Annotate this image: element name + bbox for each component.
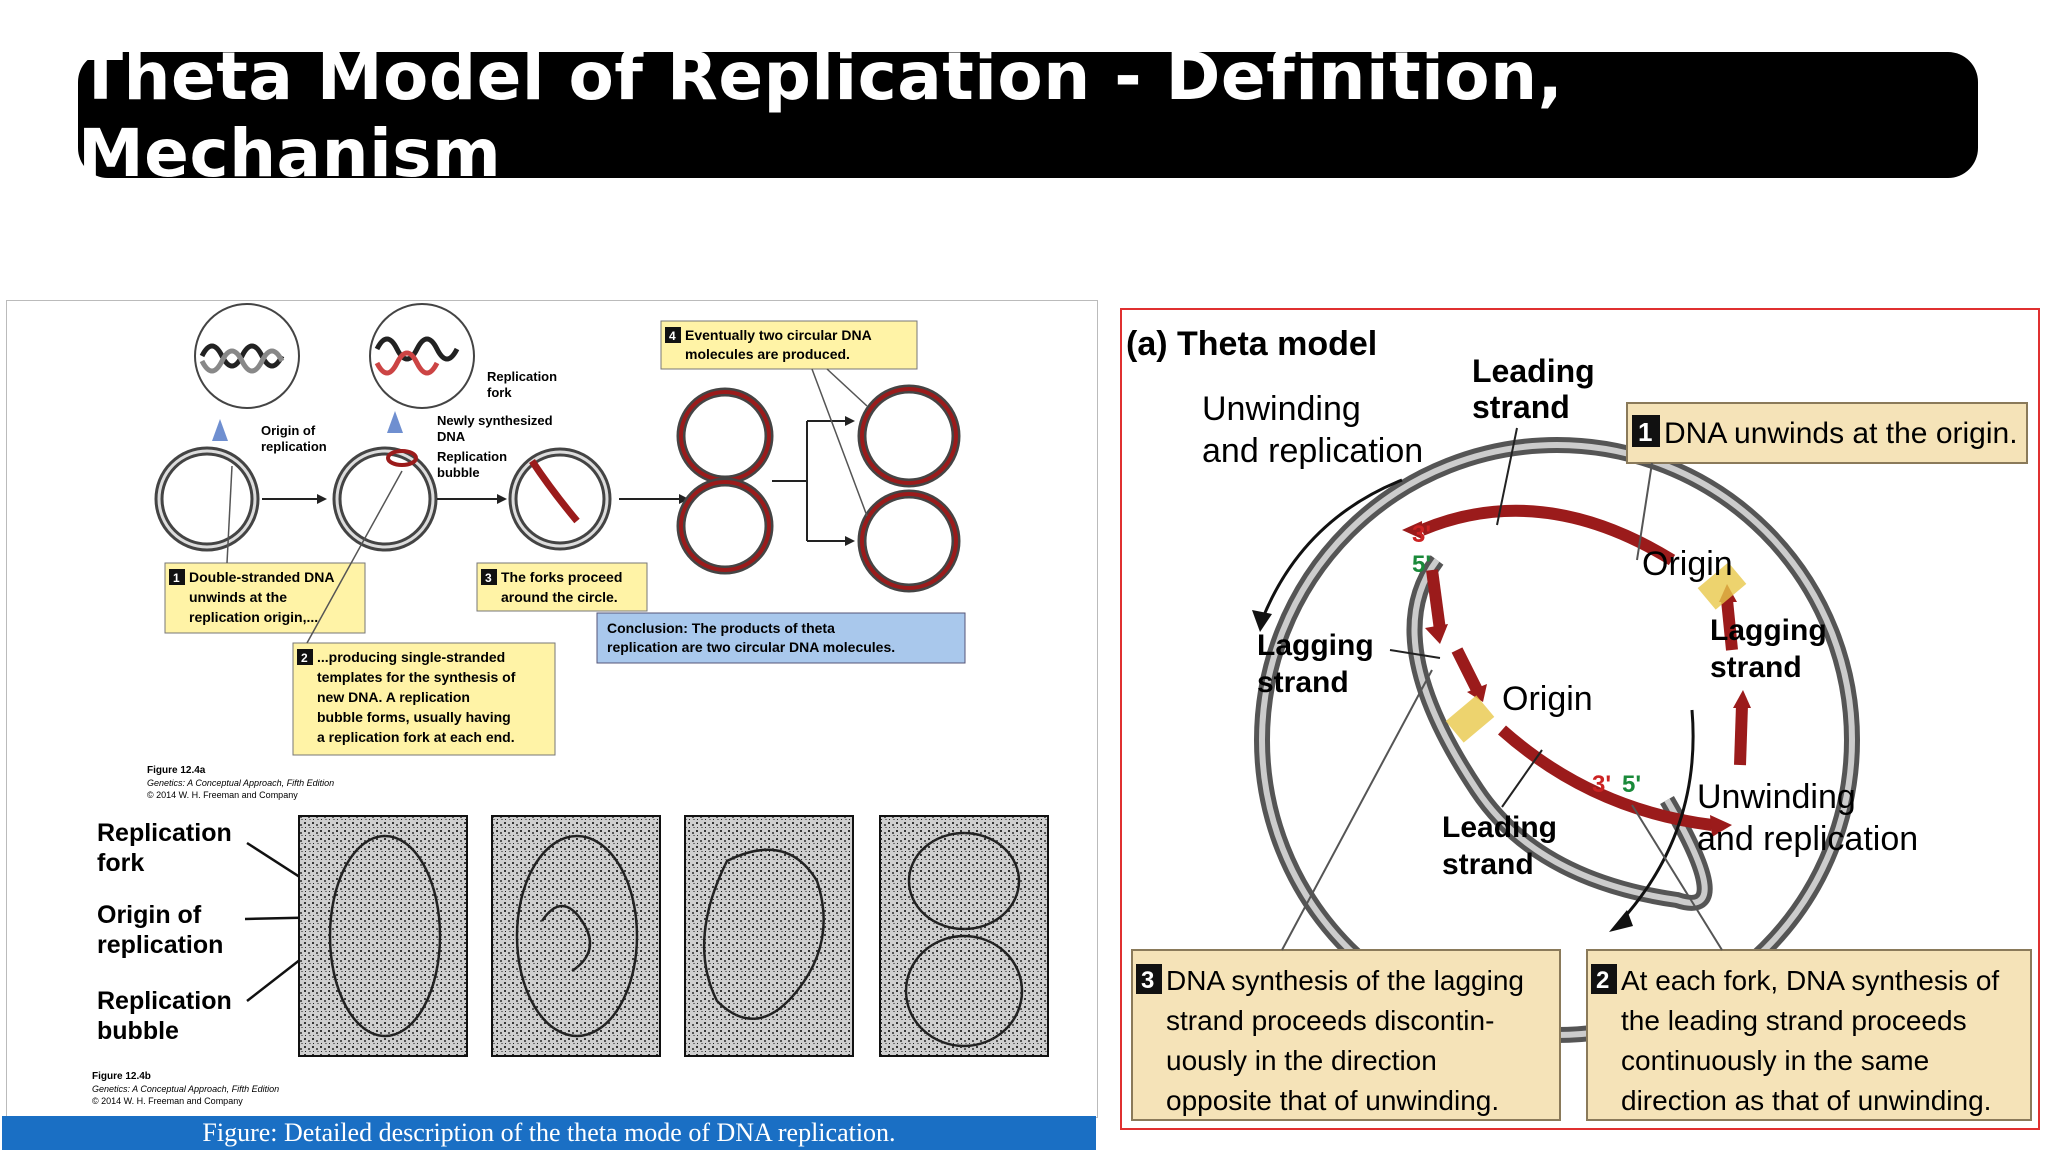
theta-step-1-box (1626, 402, 2028, 464)
figure-a-copyright: © 2014 W. H. Freeman and Company (147, 790, 298, 800)
figure-caption: Figure: Detailed description of the thet… (2, 1116, 1096, 1150)
theta-step-1-num: 1 (1638, 417, 1652, 447)
step-2-line-2: templates for the synthesis of (317, 669, 516, 685)
micro-label-bubble-2: bubble (97, 1017, 179, 1045)
theta-step-2-box (1586, 949, 2032, 1121)
unwinding-arrow-top (1260, 478, 1403, 621)
conclusion-line-1: Conclusion: The products of theta (607, 620, 835, 636)
step-2-line-5: a replication fork at each end. (317, 729, 515, 745)
step-4-line-1: Eventually two circular DNA (685, 327, 872, 343)
origin-label: Origin of (261, 423, 316, 438)
conclusion-line-2: replication are two circular DNA molecul… (607, 639, 895, 655)
step-1-line-3: replication origin,... (189, 609, 318, 625)
leading-bottom-1: Leading (1442, 811, 1557, 844)
lagging-right-1: Lagging (1710, 614, 1827, 647)
theta-step-2-line-3: continuously in the same (1621, 1045, 1929, 1076)
step-3-line-2: around the circle. (501, 589, 618, 605)
theta-step-2-line-1: At each fork, DNA synthesis of (1621, 965, 1999, 996)
micro-label-origin-2: replication (97, 931, 223, 959)
theta-step-2-line-4: direction as that of unwinding. (1621, 1085, 1991, 1116)
step-2-line-3: new DNA. A replication (317, 689, 470, 705)
micrograph-2 (491, 815, 661, 1057)
step-2-num: 2 (301, 651, 308, 665)
end-3-bottom: 3' (1592, 771, 1611, 798)
lagging-fragment-2 (1451, 647, 1483, 693)
theta-step-3-line-4: opposite that of unwinding. (1166, 1085, 1499, 1116)
unwinding-bottom-2: and replication (1697, 820, 1918, 858)
theta-step-3-line-3: uously in the direction (1166, 1045, 1437, 1076)
micro-label-fork-1: Replication (97, 819, 232, 847)
micro-label-origin-1: Origin of (97, 901, 202, 929)
micrograph-3 (684, 815, 854, 1057)
micrograph-1 (298, 815, 468, 1057)
micro-label-bubble-1: Replication (97, 987, 232, 1015)
figure-b-label: Figure 12.4b (92, 1071, 151, 1082)
lagging-left-2: strand (1257, 666, 1349, 699)
theta-heading: (a) Theta model (1126, 325, 1377, 363)
zoom-circle-1 (194, 303, 300, 409)
figure-a-book: Genetics: A Conceptual Approach, Fifth E… (147, 778, 334, 788)
unwinding-top-2: and replication (1202, 432, 1423, 470)
step-3-line-1: The forks proceed (501, 569, 622, 585)
right-figure-panel: (a) Theta model 3' 5' 3' 5' Unwinding an… (1120, 308, 2040, 1130)
figure-b-copyright: © 2014 W. H. Freeman and Company (92, 1096, 243, 1106)
unwinding-top-1: Unwinding (1202, 390, 1361, 428)
step-3-num: 3 (485, 571, 492, 585)
page-title: Theta Model of Replication - Definition,… (78, 38, 1564, 192)
step-1-line-2: unwinds at the (189, 589, 287, 605)
leading-top-1: Leading (1472, 353, 1595, 389)
svg-text:Origin of replication: Origin of replication (261, 423, 327, 454)
title-banner: Theta Model of Replication - Definition,… (78, 38, 1978, 192)
theta-step-3-line-2: strand proceeds discontin- (1166, 1005, 1494, 1036)
leading-top-2: strand (1472, 389, 1570, 425)
micrograph-4 (879, 815, 1049, 1057)
step-2-box (292, 642, 556, 756)
zoom-arrow-2 (387, 411, 403, 433)
step-2-line-4: bubble forms, usually having (317, 709, 511, 725)
conclusion-box (596, 612, 966, 664)
theta-figure-eight (676, 387, 774, 575)
theta-step-3-line-1: DNA synthesis of the lagging (1166, 965, 1524, 996)
origin-outer-label: Origin (1642, 545, 1733, 583)
step-4-num: 4 (669, 329, 676, 343)
step-4-box (660, 320, 918, 370)
origin-marker-inner (1445, 695, 1495, 743)
theta-step-1-text: DNA unwinds at the origin. (1664, 417, 2018, 450)
figure-b-book: Genetics: A Conceptual Approach, Fifth E… (92, 1084, 279, 1094)
theta-step-2-num: 2 (1596, 967, 1609, 994)
right-figure-svg: (a) Theta model 3' 5' 3' 5' Unwinding an… (1126, 325, 2032, 1121)
end-5-top: 5' (1412, 551, 1431, 578)
lagging-left-1: Lagging (1257, 629, 1374, 662)
theta-step-3-box (1131, 949, 1561, 1121)
step-2-line-1: ...producing single-stranded (317, 649, 505, 665)
unwinding-bottom-1: Unwinding (1697, 778, 1856, 816)
theta-step-3-num: 3 (1141, 967, 1154, 994)
micro-label-fork-2: fork (97, 849, 144, 877)
origin-marker-outer (1697, 562, 1747, 610)
lagging-fragment-4 (1734, 704, 1748, 766)
origin-inner-label: Origin (1502, 680, 1593, 718)
leading-bottom-2: strand (1442, 848, 1534, 881)
lagging-fragment-3 (1721, 599, 1738, 651)
theta-step-2-line-2: the leading strand proceeds (1621, 1005, 1967, 1036)
unwinding-arrow-bottom (1620, 709, 1695, 921)
step-3-box (476, 562, 648, 612)
step-1-line-1: Double-stranded DNA (189, 569, 334, 585)
figure-a-label: Figure 12.4a (147, 765, 206, 776)
lagging-right-2: strand (1710, 651, 1802, 684)
lagging-fragment-1 (1426, 569, 1446, 631)
step-4-line-2: molecules are produced. (685, 346, 850, 362)
end-3-top: 3' (1412, 521, 1431, 548)
end-5-bottom: 5' (1622, 771, 1641, 798)
leading-strand-bottom (1498, 725, 1713, 831)
leading-strand-top (1419, 504, 1676, 566)
step-1-num: 1 (173, 571, 180, 585)
zoom-arrow-1 (212, 419, 228, 441)
zoom-circle-2 (369, 303, 475, 409)
